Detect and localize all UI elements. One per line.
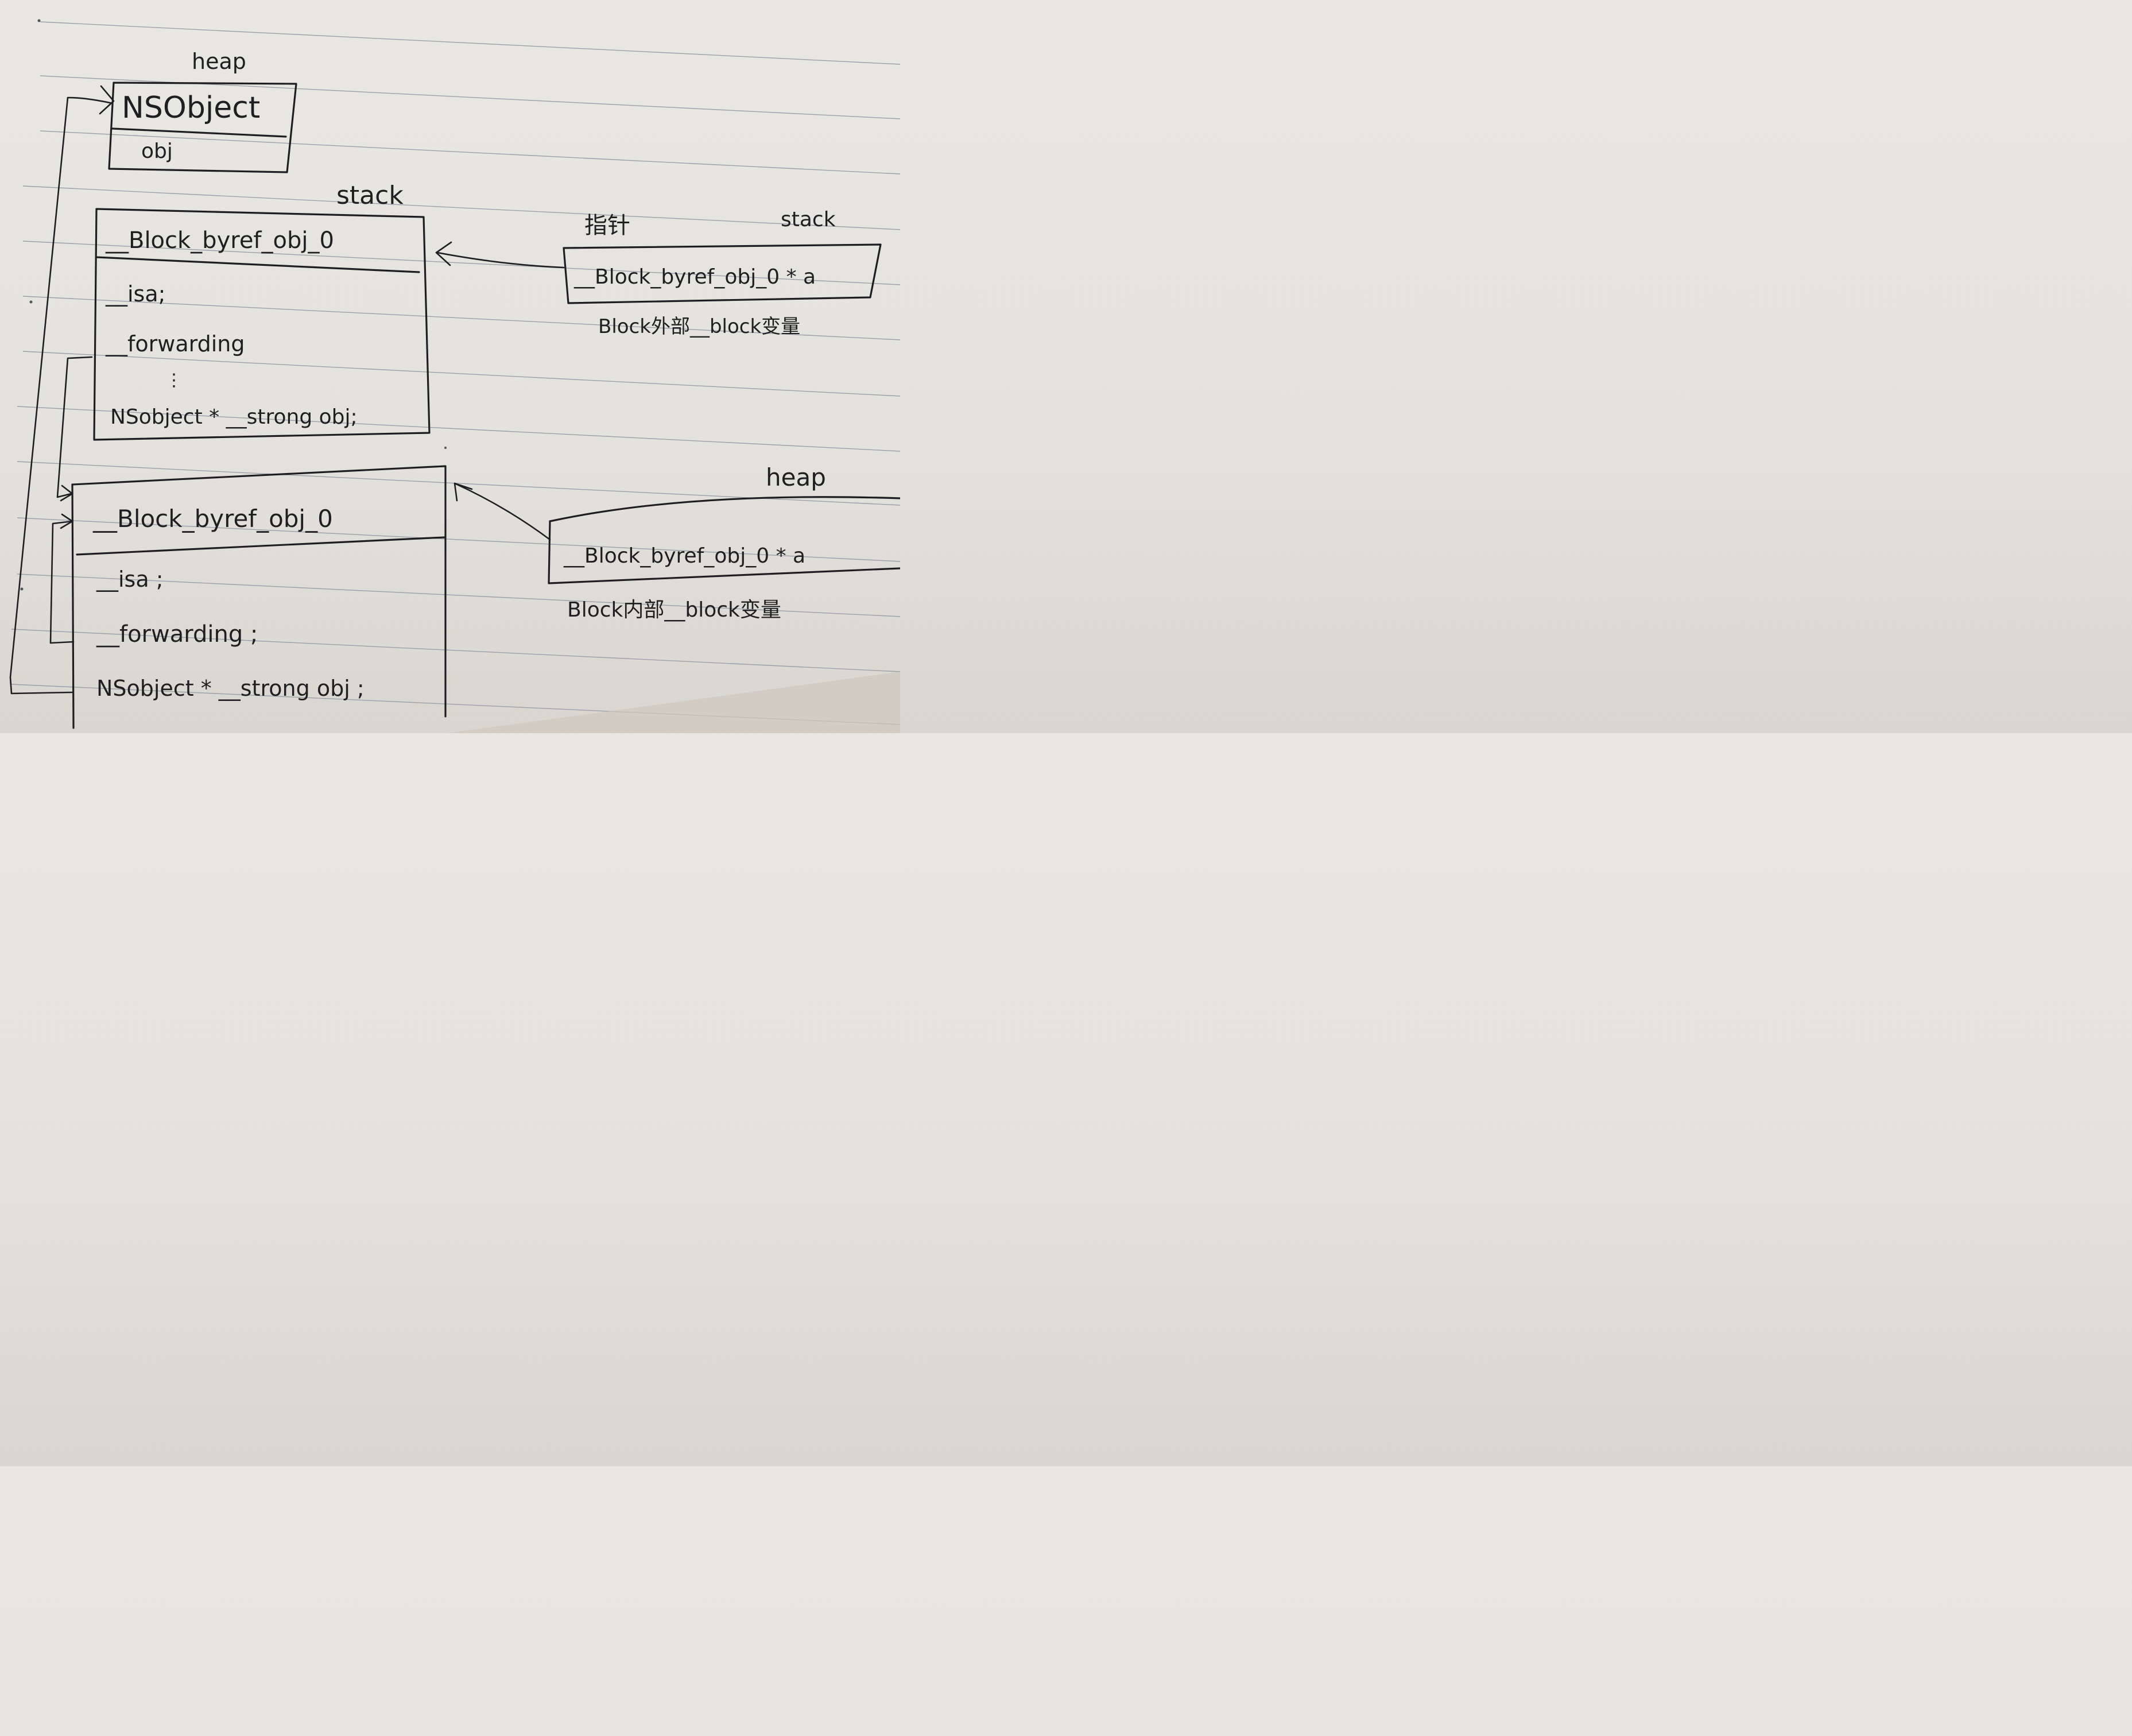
- stack-struct-box: stack __Block_byref_obj_0 __isa; __forwa…: [93, 181, 431, 441]
- stack-struct-title: __Block_byref_obj_0: [105, 227, 334, 254]
- stack-struct-region-label: stack: [336, 181, 404, 210]
- arrow-heap-obj-to-nsobject: [9, 85, 115, 695]
- arrow-stack-forwarding-to-heap-struct: [56, 356, 93, 502]
- stack-struct-field-isa: __isa;: [105, 281, 165, 307]
- heap-struct-field-obj: NSobject * __strong obj ;: [96, 676, 365, 701]
- outer-var-box: 指针 stack __Block_byref_obj_0 * a Block外部…: [563, 208, 882, 338]
- heap-object-region-label: heap: [192, 49, 246, 74]
- outer-var-declaration: __Block_byref_obj_0 * a: [573, 265, 816, 289]
- inner-var-box: heap __Block_byref_obj_0 * a Block内部__bl…: [548, 463, 900, 622]
- arrow-inner-var-to-heap-struct: [453, 482, 551, 541]
- table-edge: [448, 672, 900, 733]
- heap-struct-box: __Block_byref_obj_0 __isa ; __forwarding…: [71, 465, 447, 729]
- notebook-page: heap NSObject obj stack __Block_byref_ob…: [9, 19, 900, 733]
- inner-var-declaration: __Block_byref_obj_0 * a: [563, 544, 805, 568]
- margin-dots: [20, 19, 447, 591]
- heap-struct-title: __Block_byref_obj_0: [92, 505, 333, 533]
- heap-struct-field-forwarding: __forwarding ;: [96, 621, 258, 648]
- heap-struct-field-isa: __isa ;: [96, 567, 164, 592]
- inner-var-caption: Block内部__block变量: [567, 598, 781, 622]
- heap-object-title: NSObject: [122, 91, 260, 125]
- stack-struct-field-ellipsis: ⋮: [165, 370, 183, 390]
- arrow-heap-forwarding-to-self: [49, 513, 75, 644]
- outer-var-caption: Block外部__block变量: [598, 315, 800, 338]
- inner-var-region-label: heap: [766, 463, 826, 491]
- stack-struct-field-forwarding: __forwarding: [105, 331, 245, 356]
- heap-object-box: heap NSObject obj: [108, 49, 297, 173]
- outer-var-region-label: stack: [781, 208, 836, 231]
- arrow-outer-var-to-stack-struct: [435, 241, 565, 269]
- heap-object-field: obj: [141, 140, 173, 163]
- stack-struct-field-obj: NSobject * __strong obj;: [110, 405, 358, 429]
- outer-var-pointer-label: 指针: [584, 212, 630, 239]
